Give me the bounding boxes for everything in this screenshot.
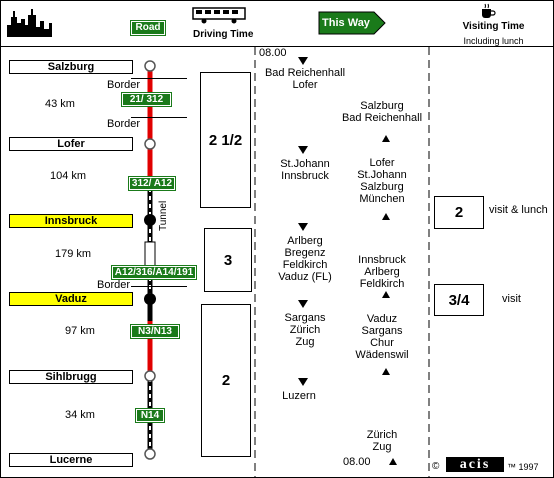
border-line-3 — [131, 286, 187, 287]
this-way-label: This Way — [322, 17, 370, 29]
city-skyline-icon — [7, 9, 52, 37]
outbound-group-3: Arlberg Bregenz Feldkirch Vaduz (FL) — [278, 235, 332, 283]
up-arrow-2 — [382, 213, 390, 220]
header-divider — [1, 46, 553, 47]
border-line-2 — [131, 117, 187, 118]
road-legend-sign: Road — [130, 20, 166, 36]
distance-innsbruck-vaduz: 179 km — [55, 248, 92, 260]
return-group-2: Lofer St.Johann Salzburg München — [357, 157, 407, 205]
outbound-start-time: 08.00 — [259, 47, 287, 59]
driving-time-box-3: 2 — [201, 304, 251, 457]
distance-sihlbrugg-lucerne: 34 km — [65, 409, 95, 421]
visit-label-innsbruck: visit & lunch — [489, 204, 548, 216]
node-lucerne — [144, 448, 156, 460]
down-arrow-1 — [298, 57, 308, 65]
footer-year: ™ 1997 — [507, 462, 539, 472]
up-arrow-3 — [382, 291, 390, 298]
up-arrow-4 — [382, 368, 390, 375]
city-lofer: Lofer — [9, 137, 133, 151]
city-salzburg: Salzburg — [9, 60, 133, 74]
outbound-group-2: St.Johann Innsbruck — [280, 158, 330, 182]
node-lofer — [144, 138, 156, 150]
visiting-time-heading: Visiting Time — [462, 21, 525, 32]
including-lunch-note: Including lunch — [463, 36, 524, 46]
up-arrow-1 — [382, 135, 390, 142]
driving-time-heading: Driving Time — [193, 29, 254, 40]
visit-time-box-vaduz: 3/4 — [434, 284, 484, 316]
node-vaduz — [144, 293, 156, 305]
bus-icon — [192, 7, 246, 24]
driving-time-box-2: 3 — [204, 228, 252, 292]
border-line-1 — [131, 78, 187, 79]
outbound-group-4: Sargans Zürich Zug — [284, 312, 326, 348]
down-arrow-5 — [298, 378, 308, 386]
up-arrow-5 — [389, 458, 397, 465]
return-group-5: Zürich Zug — [366, 429, 398, 453]
distance-vaduz-sihlbrugg: 97 km — [65, 325, 95, 337]
return-end-time: 08.00 — [343, 456, 371, 468]
road-sign-n3-n13: N3/N13 — [130, 324, 180, 339]
distance-salzburg-lofer: 43 km — [45, 98, 75, 110]
visit-label-vaduz: visit — [502, 293, 521, 305]
node-sihlbrugg — [144, 370, 156, 382]
down-arrow-4 — [298, 300, 308, 308]
city-innsbruck: Innsbruck — [9, 214, 133, 228]
city-sihlbrugg: Sihlbrugg — [9, 370, 133, 384]
node-salzburg — [144, 60, 156, 72]
copyright-symbol: © — [432, 461, 440, 472]
column-dividers — [254, 47, 430, 477]
return-group-3: Innsbruck Arlberg Feldkirch — [358, 254, 406, 290]
city-lucerne: Lucerne — [9, 453, 133, 467]
outbound-group-1: Bad Reichenhall Lofer — [264, 67, 346, 91]
road-sign-n14: N14 — [135, 408, 165, 423]
border-label-2: Border — [107, 118, 141, 130]
tunnel-label: Tunnel — [158, 200, 169, 231]
distance-lofer-innsbruck: 104 km — [50, 170, 87, 182]
return-group-1: Salzburg Bad Reichenhall — [341, 100, 423, 124]
driving-time-box-1: 2 1/2 — [200, 72, 251, 208]
return-group-4: Vaduz Sargans Chur Wädenswil — [355, 313, 409, 361]
node-innsbruck — [144, 214, 156, 226]
acis-logo: acis — [446, 457, 504, 472]
down-arrow-3 — [298, 223, 308, 231]
border-label-3: Border — [97, 279, 131, 291]
outbound-group-5: Luzern — [282, 390, 316, 402]
city-vaduz: Vaduz — [9, 292, 133, 306]
road-sign-312-a12: 312/ A12 — [128, 176, 176, 191]
coffee-cup-icon — [482, 3, 496, 18]
this-way-arrow — [318, 11, 386, 35]
road-sign-21-312: 21/ 312 — [121, 92, 172, 107]
visit-time-box-innsbruck: 2 — [434, 196, 484, 229]
down-arrow-2 — [298, 146, 308, 154]
border-label-1: Border — [107, 79, 141, 91]
road-sign-a12-316-a14-191: A12/316/A14/191 — [111, 265, 197, 280]
